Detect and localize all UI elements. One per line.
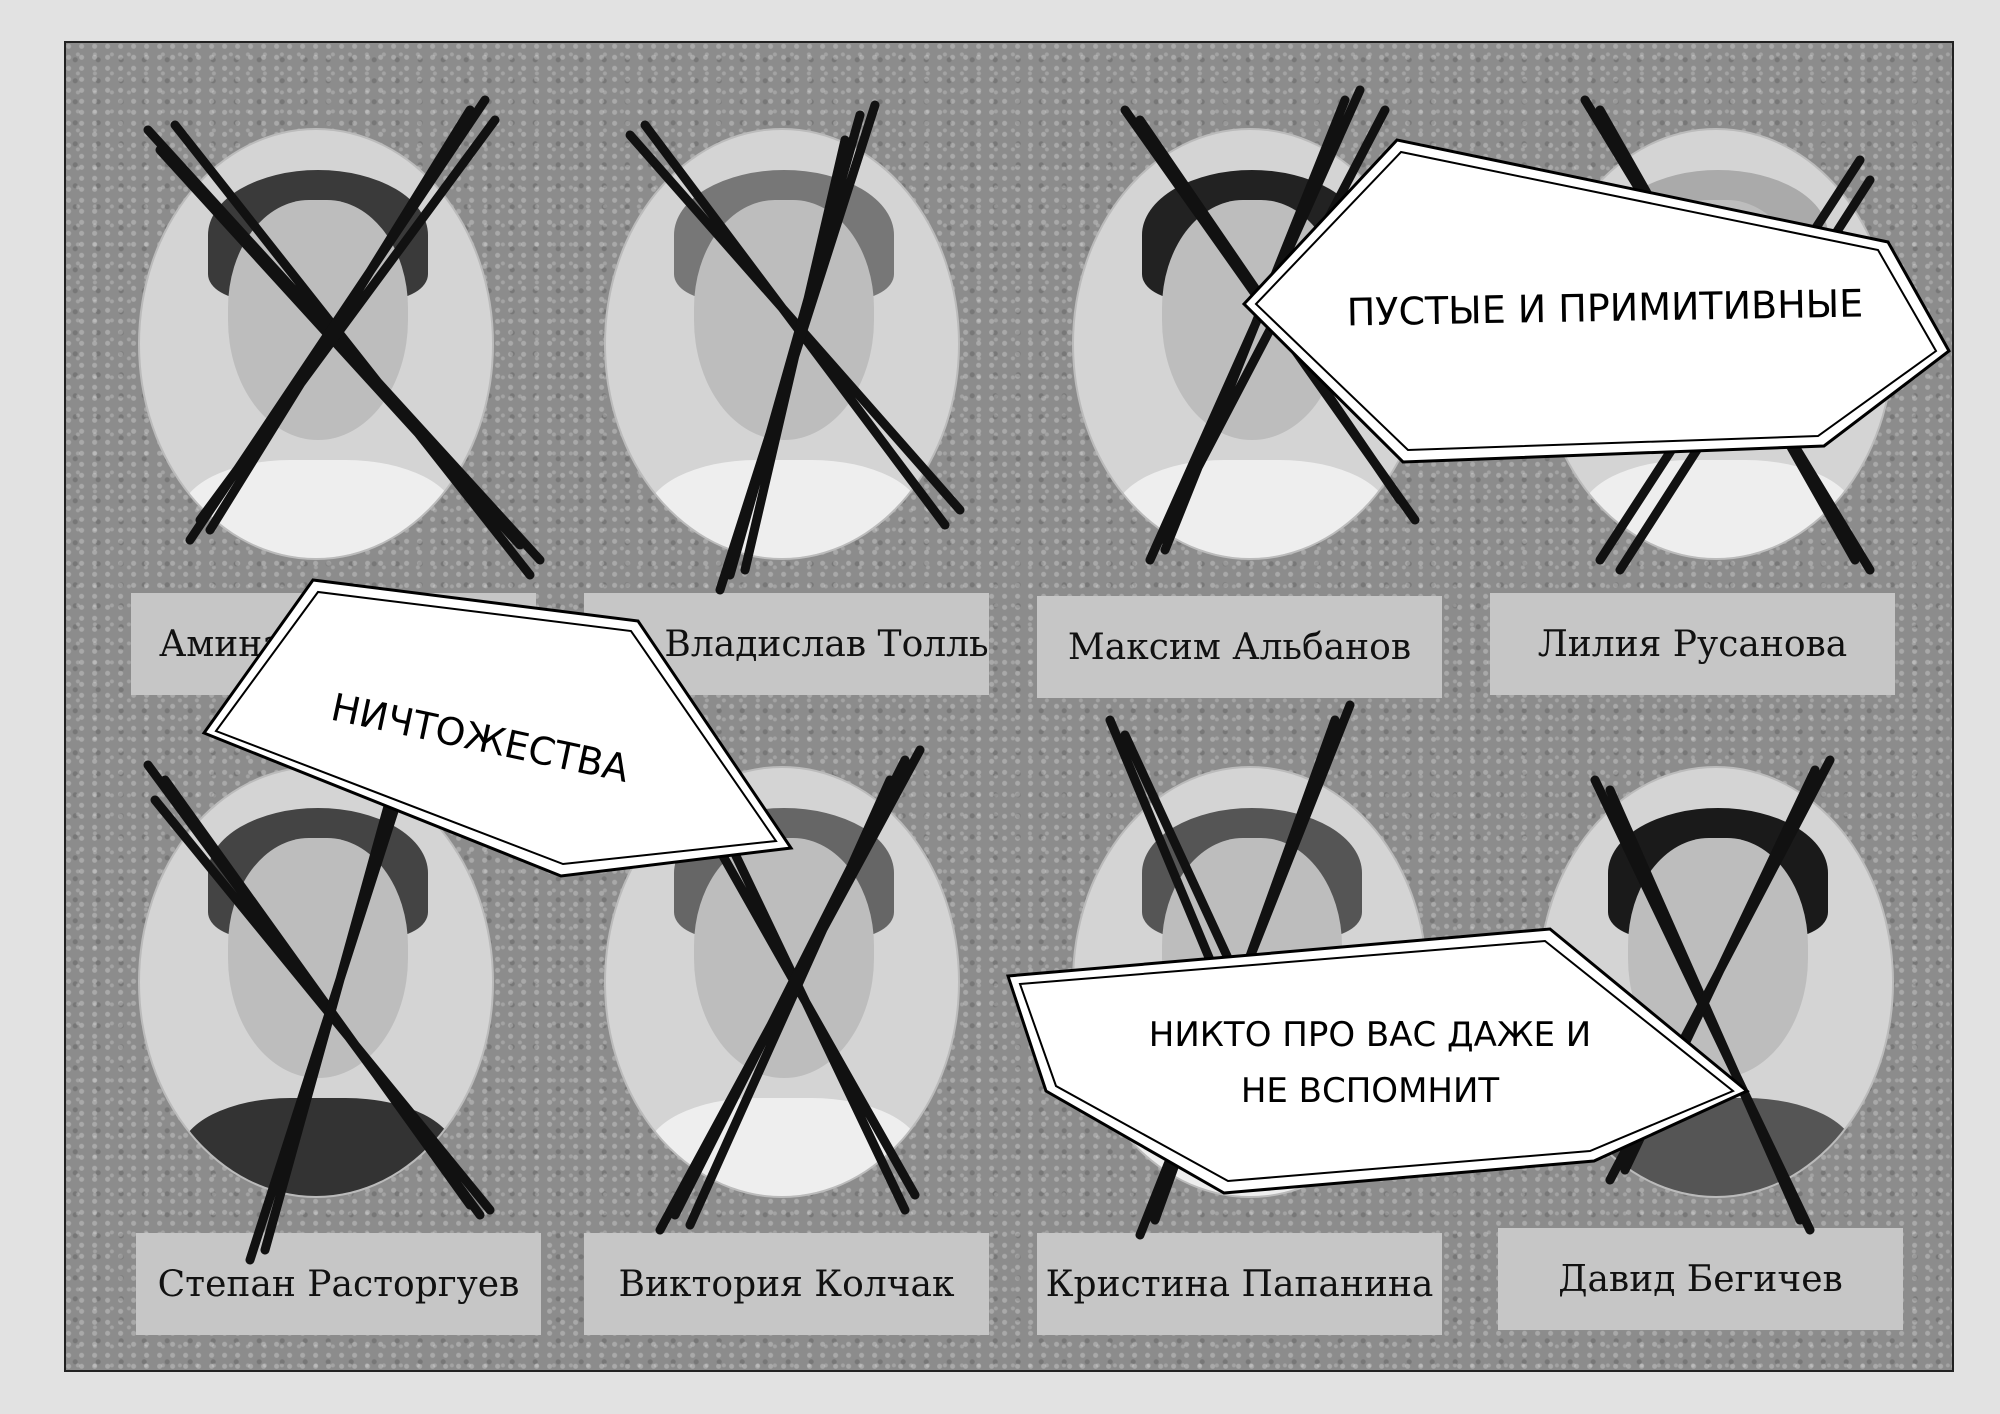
name-label: Степан Расторгуев xyxy=(136,1233,541,1335)
speech-bubble-nobodies xyxy=(201,578,794,878)
speech-bubble-forget xyxy=(1005,927,1750,1195)
bubble-text-forget-1: НИКТО ПРО ВАС ДАЖЕ И xyxy=(1148,1015,1592,1055)
name-label: Максим Альбанов xyxy=(1037,596,1442,698)
name-label: Лилия Русанова xyxy=(1490,593,1895,695)
bubble-text-empty: ПУСТЫЕ И ПРИМИТИВНЫЕ xyxy=(1346,281,1864,335)
bubble-text-forget-2: НЕ ВСПОМНИТ xyxy=(1240,1071,1500,1111)
portrait-1 xyxy=(138,128,494,560)
name-label: Давид Бегичев xyxy=(1498,1228,1903,1330)
portrait-2 xyxy=(604,128,960,560)
name-label: Кристина Папанина xyxy=(1037,1233,1442,1335)
name-label: Виктория Колчак xyxy=(584,1233,989,1335)
name-label: Владислав Толль xyxy=(584,593,989,695)
speech-bubble-empty xyxy=(1241,138,1951,464)
